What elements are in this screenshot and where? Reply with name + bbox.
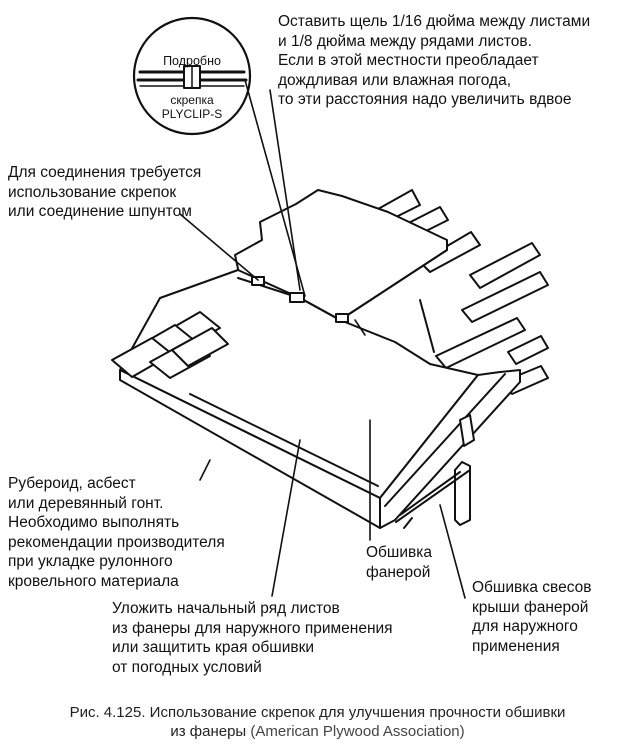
clip-model-label: PLYCLIP-S xyxy=(162,107,222,121)
eaves-note: Обшивка свесов крыши фанерой для наружно… xyxy=(472,579,592,655)
caption-source: (American Plywood Association) xyxy=(250,723,465,740)
roofing-note: Рубероид, асбест или деревянный гонт. Не… xyxy=(8,475,225,590)
gable-edge xyxy=(379,369,521,529)
leader-lines xyxy=(179,79,466,599)
caption-main: Рис. 4.125. Использование скрепок для ул… xyxy=(69,704,566,721)
gap-note: Оставить щель 1/16 дюйма между листами и… xyxy=(278,13,591,108)
clip-label: скрепка xyxy=(170,93,214,107)
clips xyxy=(251,276,349,323)
eaves-framing xyxy=(395,414,475,529)
caption-line2: из фанеры (American Plywood Association) xyxy=(170,723,465,740)
plywood-note: Обшивка фанерой xyxy=(366,544,433,581)
joint-note: Для соединения требуется использование с… xyxy=(8,164,202,220)
detail-circle xyxy=(132,16,252,136)
detail-title: Подробно xyxy=(163,54,221,68)
shingles xyxy=(111,311,229,379)
figure-caption: Рис. 4.125. Использование скрепок для ул… xyxy=(0,703,635,741)
detail-labels: Подробно скрепка PLYCLIP-S xyxy=(162,54,222,121)
first-row-note: Уложить начальный ряд листов из фанеры д… xyxy=(112,600,393,676)
